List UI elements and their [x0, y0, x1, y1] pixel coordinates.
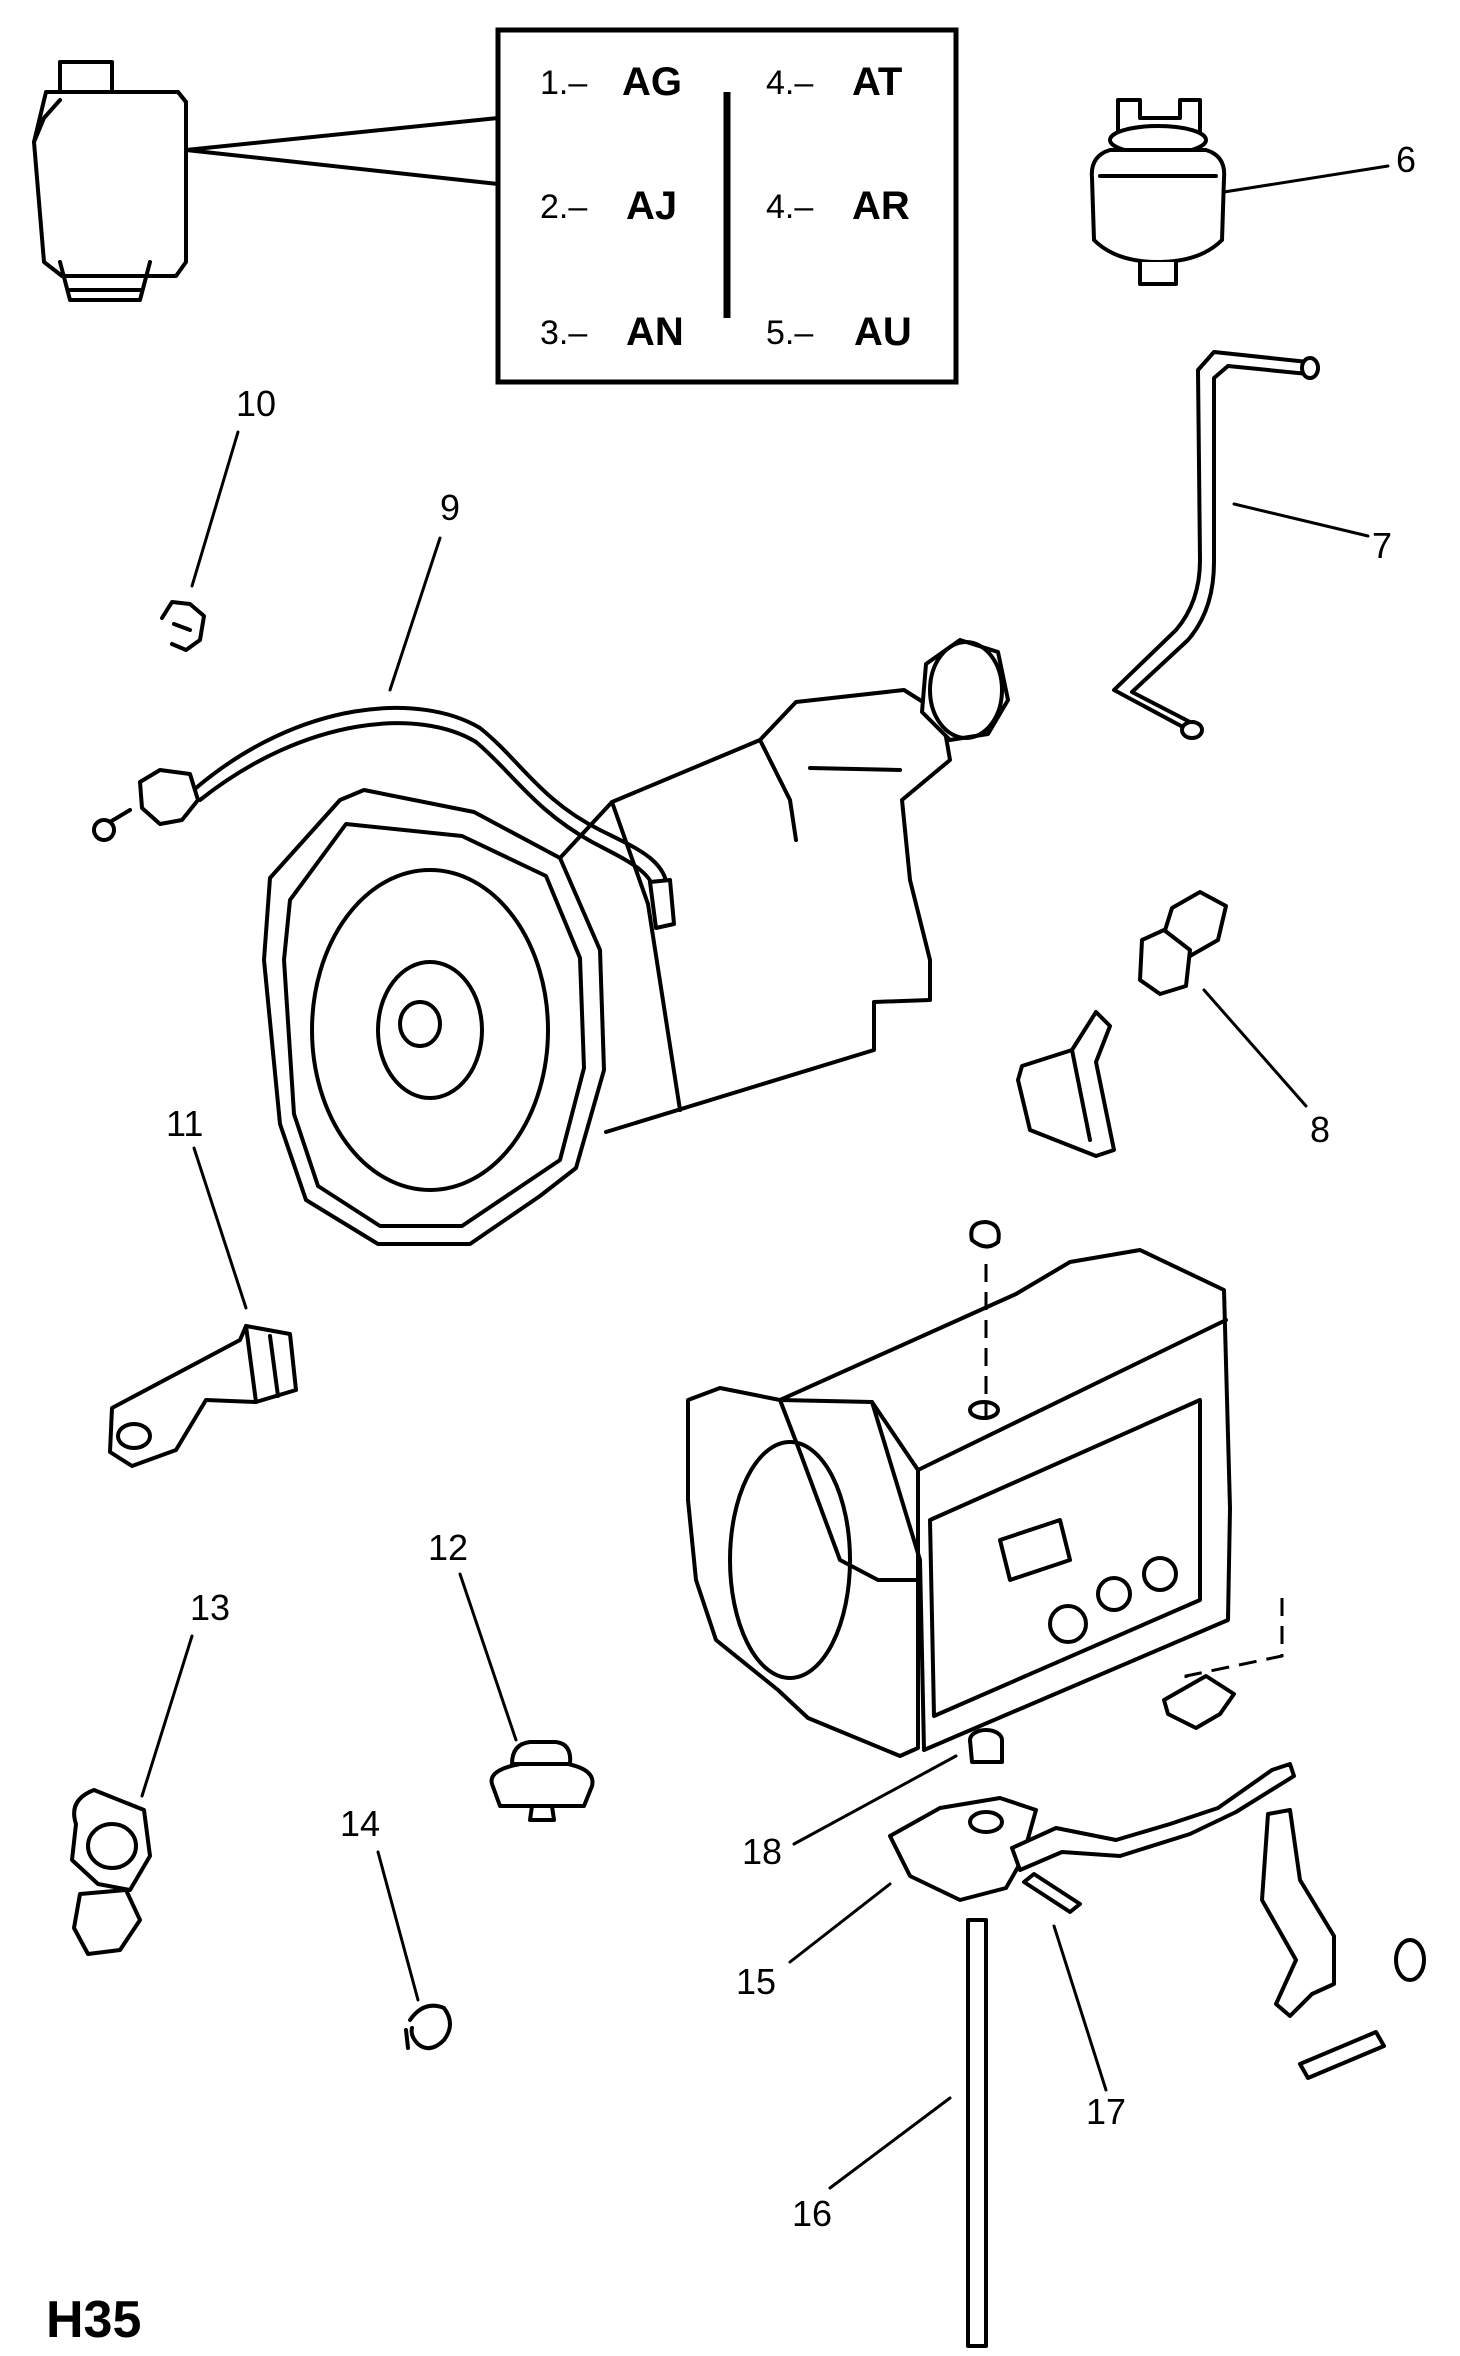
callout-9: 9 — [440, 487, 461, 528]
legend-item-4-number: 4.– — [766, 64, 814, 102]
legend-item-2-code: AJ — [626, 184, 678, 228]
legend-item-6-code: AU — [854, 310, 912, 354]
callout-17: 17 — [1086, 2091, 1127, 2132]
legend-item-6-number: 5.– — [766, 314, 814, 352]
yoke-bracket-part — [108, 1324, 298, 1468]
legend-item-1-code: AG — [622, 60, 682, 104]
callout-11: 11 — [166, 1103, 204, 1144]
legend-item-3-code: AN — [626, 310, 684, 354]
legend-pointer-lines — [184, 116, 500, 186]
page-code: H35 — [46, 2291, 142, 2349]
washer-part — [968, 1220, 1426, 1982]
callout-6: 6 — [1396, 139, 1417, 180]
legend-item-2-number: 2.– — [540, 188, 588, 226]
bent-pipe-part — [1112, 350, 1320, 740]
callout-8: 8 — [1310, 1109, 1331, 1150]
legend-item-5-code: AR — [852, 184, 910, 228]
callout-leaders — [140, 164, 1390, 2190]
selector-lever-part — [1162, 1674, 1336, 2018]
bush-part — [1138, 890, 1228, 996]
mounting-bracket-part — [1016, 1010, 1116, 1158]
gearbox-case-part — [686, 1248, 1232, 1758]
callout-15: 15 — [736, 1961, 777, 2002]
control-cable-part — [92, 705, 676, 930]
pressure-switch-part — [1089, 98, 1227, 286]
legend-item-5-number: 4.– — [766, 188, 814, 226]
cap-part — [489, 1740, 595, 1822]
callout-13: 13 — [190, 1587, 231, 1628]
callout-12: 12 — [428, 1527, 469, 1568]
callout-10: 10 — [236, 383, 277, 424]
roll-pin-part — [1022, 1872, 1386, 2080]
callout-14: 14 — [340, 1803, 381, 1844]
control-module-part — [32, 60, 188, 302]
bushing-clamp-part — [70, 1788, 152, 1956]
legend-item-4-code: AT — [852, 60, 903, 104]
selector-plate-part — [888, 1762, 1296, 1902]
callout-18: 18 — [742, 1831, 783, 1872]
automatic-transmission-part — [262, 638, 1010, 1246]
clip-part — [160, 600, 206, 652]
selector-shaft-part — [966, 1918, 988, 2348]
spring-clip-part — [404, 2003, 452, 2051]
callout-16: 16 — [792, 2193, 833, 2234]
legend-item-3-number: 3.– — [540, 314, 588, 352]
callout-7: 7 — [1372, 525, 1393, 566]
legend-box — [495, 27, 959, 385]
legend-item-1-number: 1.– — [540, 64, 588, 102]
